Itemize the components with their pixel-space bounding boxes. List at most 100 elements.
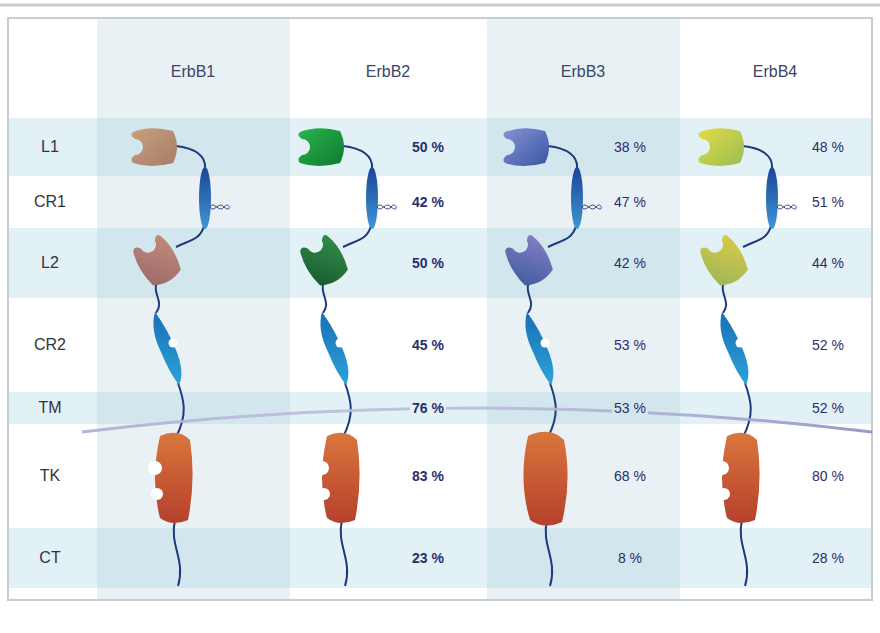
row-label: TM — [36, 398, 63, 417]
kinase-domain — [155, 433, 193, 523]
membrane-arc — [82, 408, 872, 432]
l2-domain — [297, 232, 353, 290]
chain-line — [743, 226, 771, 247]
kinase-domain — [722, 433, 760, 523]
percent-value: 28 % — [810, 550, 846, 567]
cr2-domain — [153, 312, 181, 385]
cr1-domain — [766, 167, 778, 229]
chain-line — [176, 226, 204, 247]
row-band — [487, 228, 680, 298]
column-header: ErbB1 — [169, 62, 217, 81]
kinase-notch — [151, 488, 163, 500]
top-rule — [0, 4, 880, 7]
cr2-notch — [541, 339, 550, 348]
ct-tail — [174, 520, 180, 586]
percent-value: 80 % — [810, 468, 846, 485]
receptor-figure — [502, 128, 602, 586]
row-band — [680, 228, 872, 298]
table-ground — [8, 18, 872, 600]
chain-line — [743, 383, 751, 437]
row-band — [8, 228, 97, 298]
frame — [8, 18, 872, 600]
column-header: ErbB2 — [364, 62, 412, 81]
percent-value: 42 % — [612, 255, 648, 272]
percent-value: 8 % — [616, 550, 644, 567]
receptor-figure — [697, 128, 797, 586]
row-band — [680, 298, 872, 392]
row-label: L2 — [39, 253, 61, 272]
percent-value: 42 % — [410, 194, 446, 211]
percent-value: 50 % — [410, 139, 446, 156]
row-band — [8, 176, 97, 228]
cr2-domain — [720, 312, 748, 385]
row-band — [97, 118, 290, 176]
chain-line — [548, 226, 576, 247]
l2-domain — [130, 232, 186, 290]
chain-line — [343, 146, 372, 168]
column-shade — [487, 18, 680, 600]
cr2-notch — [736, 339, 745, 348]
kinase-domain — [322, 433, 360, 523]
row-band — [487, 118, 680, 176]
row-band — [290, 298, 487, 392]
percent-value: 48 % — [810, 139, 846, 156]
row-band — [680, 118, 872, 176]
percent-value: 68 % — [612, 468, 648, 485]
percent-value: 38 % — [612, 139, 648, 156]
cr1-domain — [571, 167, 583, 229]
l1-domain — [131, 128, 177, 166]
cr1-loop — [210, 205, 229, 209]
row-band — [97, 298, 290, 392]
cr2-domain — [525, 312, 553, 385]
column-header: ErbB3 — [559, 62, 607, 81]
cr2-notch — [169, 339, 178, 348]
row-band — [8, 392, 97, 424]
l1-domain — [503, 128, 549, 166]
cr1-loop — [777, 205, 796, 209]
row-band — [487, 424, 680, 528]
cr1-domain — [366, 167, 378, 229]
row-band — [290, 528, 487, 588]
l1-domain — [698, 128, 744, 166]
chain-line — [176, 383, 184, 437]
cr2-notch — [336, 339, 345, 348]
row-band — [487, 176, 680, 228]
row-band — [290, 176, 487, 228]
row-label: CR2 — [32, 335, 68, 354]
row-label: CT — [37, 548, 62, 567]
kinase-notch — [715, 461, 729, 475]
row-band — [97, 424, 290, 528]
row-band — [487, 298, 680, 392]
chain-line — [743, 146, 772, 168]
kinase-notch — [318, 488, 330, 500]
column-shade — [680, 18, 872, 600]
l2-domain — [502, 232, 558, 290]
chain-line — [548, 146, 577, 168]
cr1-domain — [199, 167, 211, 229]
chain-line — [343, 226, 371, 247]
kinase-notch — [718, 488, 730, 500]
row-band — [290, 118, 487, 176]
percent-value: 53 % — [612, 337, 648, 354]
row-band — [8, 528, 97, 588]
column-shade — [8, 18, 97, 600]
percent-value: 76 % — [410, 400, 446, 417]
row-band — [290, 228, 487, 298]
row-label: TK — [38, 466, 62, 485]
kinase-notch — [315, 461, 329, 475]
ct-tail — [741, 520, 747, 586]
cr1-loop — [377, 205, 396, 209]
row-band — [680, 528, 872, 588]
column-shade — [290, 18, 487, 600]
percent-value: 23 % — [410, 550, 446, 567]
row-band — [290, 424, 487, 528]
receptor-figure — [297, 128, 397, 586]
cr1-loop — [582, 205, 601, 209]
percent-value: 83 % — [410, 468, 446, 485]
column-shade — [97, 18, 290, 600]
chain-line — [176, 146, 205, 168]
percent-value: 44 % — [810, 255, 846, 272]
percent-value: 53 % — [612, 400, 648, 417]
row-band — [97, 528, 290, 588]
